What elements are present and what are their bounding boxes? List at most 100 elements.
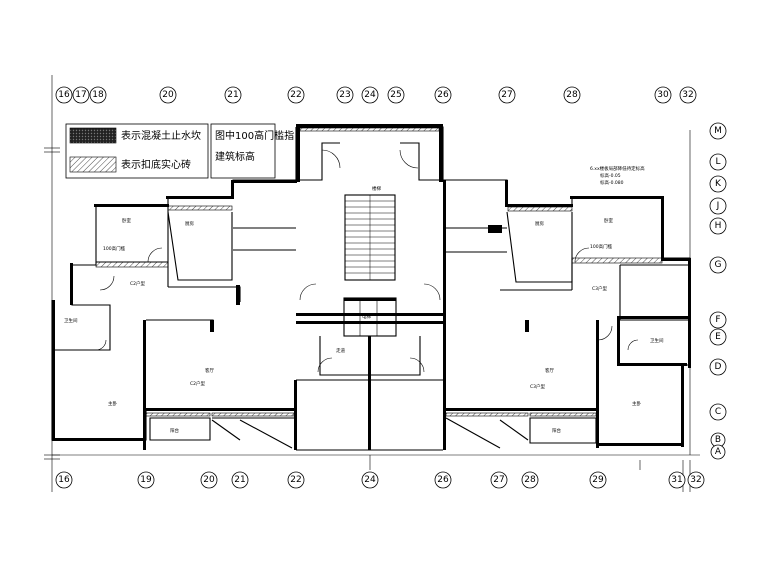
svg-text:M: M	[714, 126, 722, 136]
svg-text:20: 20	[162, 90, 174, 100]
unit-label-c3: C3户型	[592, 285, 608, 292]
axis-bubble-top: 26	[434, 86, 452, 104]
svg-text:16: 16	[58, 90, 70, 100]
svg-text:25: 25	[390, 90, 401, 100]
axis-bubble-right: D	[709, 358, 727, 376]
svg-text:D: D	[715, 362, 722, 372]
axis-bubble-top: 27	[498, 86, 516, 104]
svg-text:19: 19	[140, 475, 152, 485]
axis-bubble-right: K	[709, 175, 727, 193]
unit-label-c3-living: C3户型	[530, 383, 546, 390]
svg-text:31: 31	[671, 475, 682, 485]
axis-bubble-right: E	[709, 328, 727, 346]
svg-text:22: 22	[290, 90, 301, 100]
center-lower: 电梯 走道	[296, 297, 444, 451]
axis-bubble-right: B	[710, 432, 726, 448]
axis-bubble-bottom: 29	[589, 471, 607, 489]
top-axis-row: 16 17 18 20 21 22 23 24 25 26 27 28 30 3…	[55, 86, 697, 104]
room-label-door-note: 100高门槛	[103, 245, 126, 252]
axis-bubble-right: J	[709, 197, 727, 215]
axis-bubble-bottom: 31	[668, 471, 686, 489]
svg-text:27: 27	[493, 475, 504, 485]
room-label-bedroom: 卧室	[122, 217, 131, 224]
svg-text:22: 22	[290, 475, 301, 485]
svg-text:27: 27	[501, 90, 512, 100]
core-top: 楼梯	[295, 124, 444, 301]
room-label-main-bed: 主卧	[108, 400, 117, 407]
svg-text:H: H	[715, 221, 722, 231]
axis-bubble-right: G	[709, 256, 727, 274]
axis-bubble-top: 25	[387, 86, 405, 104]
axis-bubble-bottom: 32	[687, 471, 705, 489]
axis-bubble-bottom: 22	[287, 471, 305, 489]
elevation-note-1: 6.xx楼板局部降低待定标高	[590, 165, 645, 172]
axis-bubble-bottom: 20	[200, 471, 218, 489]
elevation-note-3: 标高-0.080	[600, 179, 624, 186]
svg-text:20: 20	[203, 475, 215, 485]
axis-bubble-bottom: 24	[361, 471, 379, 489]
elevation-note-2: 标高-0.05	[600, 172, 621, 179]
svg-text:26: 26	[437, 475, 449, 485]
svg-text:23: 23	[339, 90, 350, 100]
svg-text:E: E	[715, 332, 721, 342]
svg-text:16: 16	[58, 475, 70, 485]
axis-bubble-right: C	[709, 403, 727, 421]
svg-text:A: A	[715, 447, 722, 457]
legend-brick-swatch	[69, 156, 117, 173]
svg-text:32: 32	[690, 475, 701, 485]
axis-bubble-top: 18	[89, 86, 107, 104]
legend-concrete-label: 表示混凝土止水坎	[121, 129, 201, 142]
legend: 表示混凝土止水坎 表示扣底实心砖 图中100高门槛指 建筑标高	[65, 123, 294, 179]
svg-text:24: 24	[364, 90, 376, 100]
svg-text:G: G	[715, 260, 722, 270]
axis-bubble-right: H	[709, 217, 727, 235]
unit-label-c2-living: C2户型	[190, 380, 206, 387]
axis-bubble-bottom: 28	[521, 471, 539, 489]
axis-bubble-top: 16	[55, 86, 73, 104]
room-label-right-living: 客厅	[545, 367, 554, 374]
legend-note-line1: 图中100高门槛指	[215, 129, 294, 142]
svg-text:F: F	[715, 315, 720, 325]
svg-text:L: L	[715, 157, 720, 167]
axis-bubble-top: 28	[563, 86, 581, 104]
legend-brick-label: 表示扣底实心砖	[121, 158, 191, 171]
axis-bubble-bottom: 19	[137, 471, 155, 489]
svg-text:30: 30	[657, 90, 669, 100]
room-label-kitchen: 厨房	[185, 220, 194, 227]
axis-bubble-top: 32	[679, 86, 697, 104]
elevator-label: 电梯	[362, 313, 371, 320]
stair-label: 楼梯	[372, 185, 381, 192]
legend-note-line2: 建筑标高	[215, 150, 255, 163]
svg-text:29: 29	[592, 475, 604, 485]
axis-bubble-bottom: 27	[490, 471, 508, 489]
legend-concrete-swatch	[69, 127, 117, 144]
svg-text:17: 17	[75, 90, 86, 100]
room-label-right-bath: 卫生间	[650, 337, 664, 344]
axis-bubble-top: 21	[224, 86, 242, 104]
axis-bubble-top: 20	[159, 86, 177, 104]
room-label-right-bedroom: 卧室	[604, 217, 613, 224]
right-unit: 卧室 厨房 100高门槛 C3户型 卫生间 主卧 客厅 C3户型 阳台 6.xx…	[443, 165, 691, 450]
bottom-marks	[369, 455, 641, 470]
axis-bubble-top: 22	[287, 86, 305, 104]
room-label-right-door-note: 100高门槛	[590, 243, 613, 250]
svg-text:K: K	[715, 179, 722, 189]
room-label-right-kitchen: 厨房	[535, 220, 544, 227]
corridor-label: 走道	[336, 347, 345, 354]
right-axis-column: M L K J H G F E D C B A	[709, 122, 727, 460]
svg-text:J: J	[716, 201, 720, 211]
svg-text:21: 21	[234, 475, 245, 485]
left-unit: 卧室 厨房 100高门槛 C2户型 卫生间 主卧 客厅 C2户型 阳台	[51, 179, 297, 450]
unit-label-c2: C2户型	[130, 280, 146, 287]
axis-bubble-right: M	[709, 122, 727, 140]
axis-bubble-top: 17	[72, 86, 90, 104]
axis-bubble-bottom: 16	[55, 471, 73, 489]
svg-text:28: 28	[566, 90, 578, 100]
axis-bubble-top: 24	[361, 86, 379, 104]
room-label-right-main-bed: 主卧	[632, 400, 641, 407]
svg-text:26: 26	[437, 90, 449, 100]
axis-bubble-right: L	[709, 153, 727, 171]
svg-text:B: B	[715, 435, 721, 445]
axis-bubble-bottom: 21	[231, 471, 249, 489]
